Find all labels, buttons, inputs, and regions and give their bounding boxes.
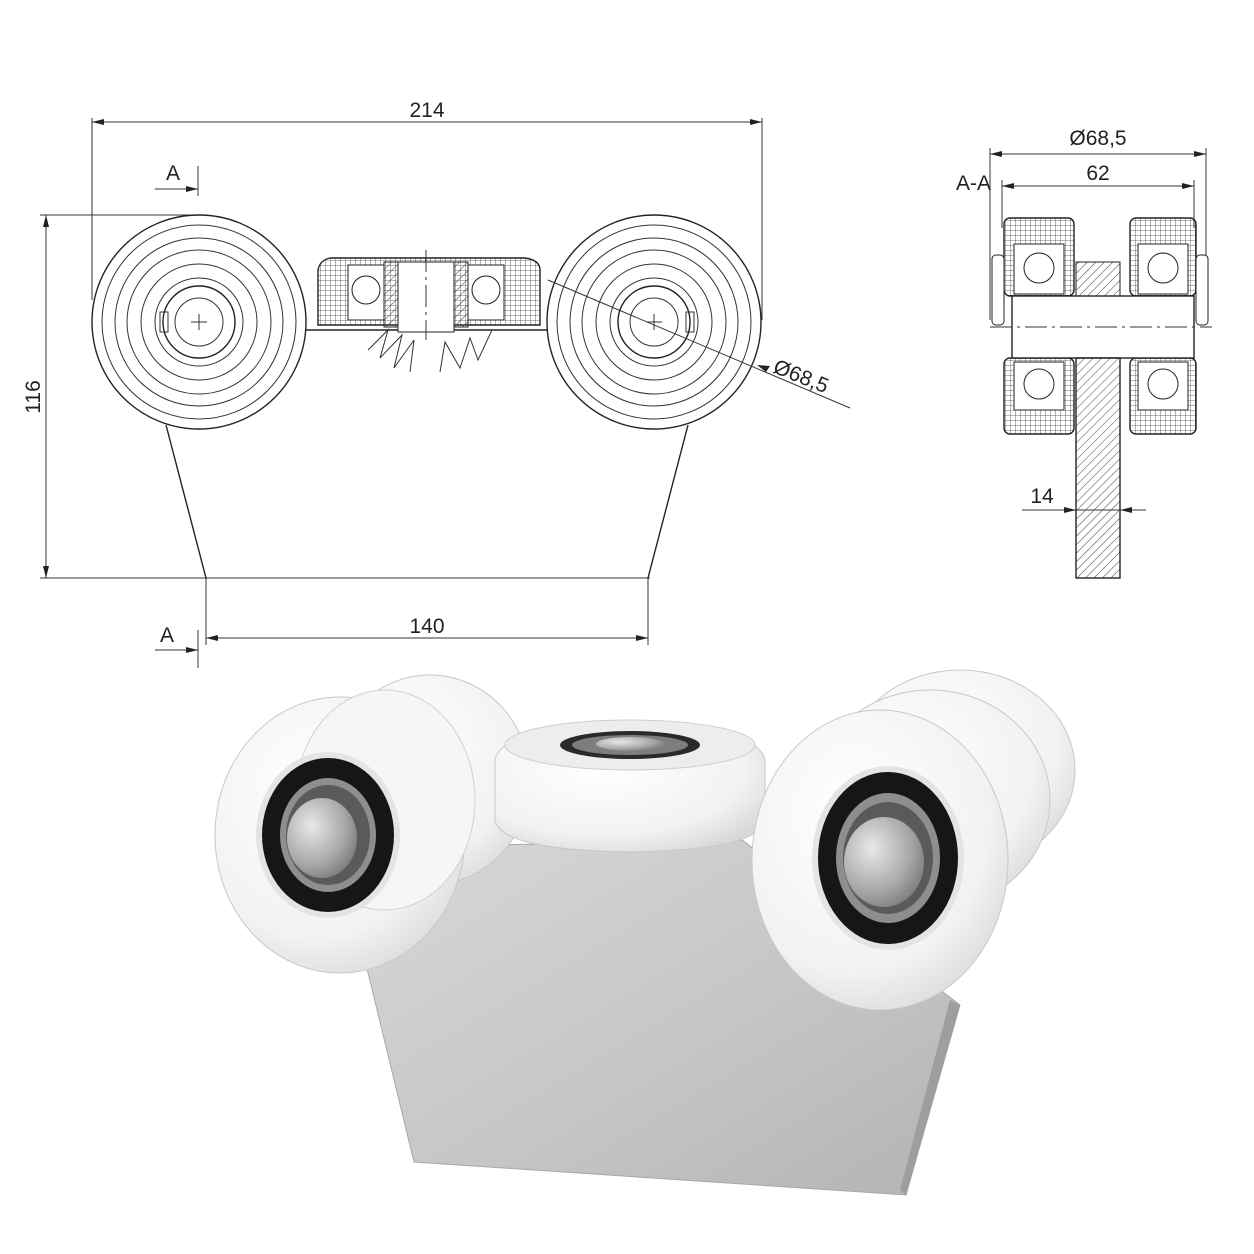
- dimension-overall-height: 116: [22, 214, 650, 579]
- section-marker-bottom: A: [155, 624, 199, 668]
- section-letter-top: A: [166, 162, 180, 185]
- left-wheel-front: [91, 214, 307, 430]
- dimension-overall-width: 214: [91, 99, 763, 320]
- dim-14-label: 14: [1030, 485, 1054, 508]
- section-axle: [990, 295, 1212, 359]
- dimension-plate-thickness: 14: [1022, 485, 1146, 513]
- dim-116-label: 116: [22, 380, 45, 413]
- front-view: 214 116 A A: [22, 99, 851, 668]
- section-letter-bottom: A: [160, 624, 174, 647]
- dim-140-label: 140: [409, 615, 444, 638]
- center-roller: [494, 719, 766, 853]
- front-left-wheel: [214, 689, 476, 974]
- right-axle: [844, 817, 924, 907]
- dimension-base-width: 140: [205, 578, 649, 645]
- dim-214-label: 214: [409, 99, 444, 122]
- section-plate: [1075, 261, 1121, 579]
- center-guide-roller: [317, 250, 541, 373]
- section-wheels: [991, 217, 1209, 435]
- dim-section-inner-label: 62: [1086, 162, 1109, 185]
- product-photo: [214, 669, 1076, 1196]
- section-view: A-A Ø68,5 62: [956, 127, 1212, 579]
- right-wheel-front: [546, 214, 762, 430]
- front-right-wheel: [751, 709, 1009, 1011]
- dim-section-outer-label: Ø68,5: [1069, 127, 1126, 150]
- left-axle: [287, 798, 357, 878]
- dimension-section-inner: 62: [1001, 162, 1195, 228]
- dimension-section-outer: Ø68,5: [989, 127, 1207, 320]
- dimension-wheel-diameter: Ø68,5: [547, 279, 851, 409]
- section-marker-top: A: [155, 162, 199, 196]
- section-title: A-A: [956, 172, 991, 195]
- dim-diameter-label: Ø68,5: [770, 355, 832, 398]
- bracket-outline: [165, 329, 689, 579]
